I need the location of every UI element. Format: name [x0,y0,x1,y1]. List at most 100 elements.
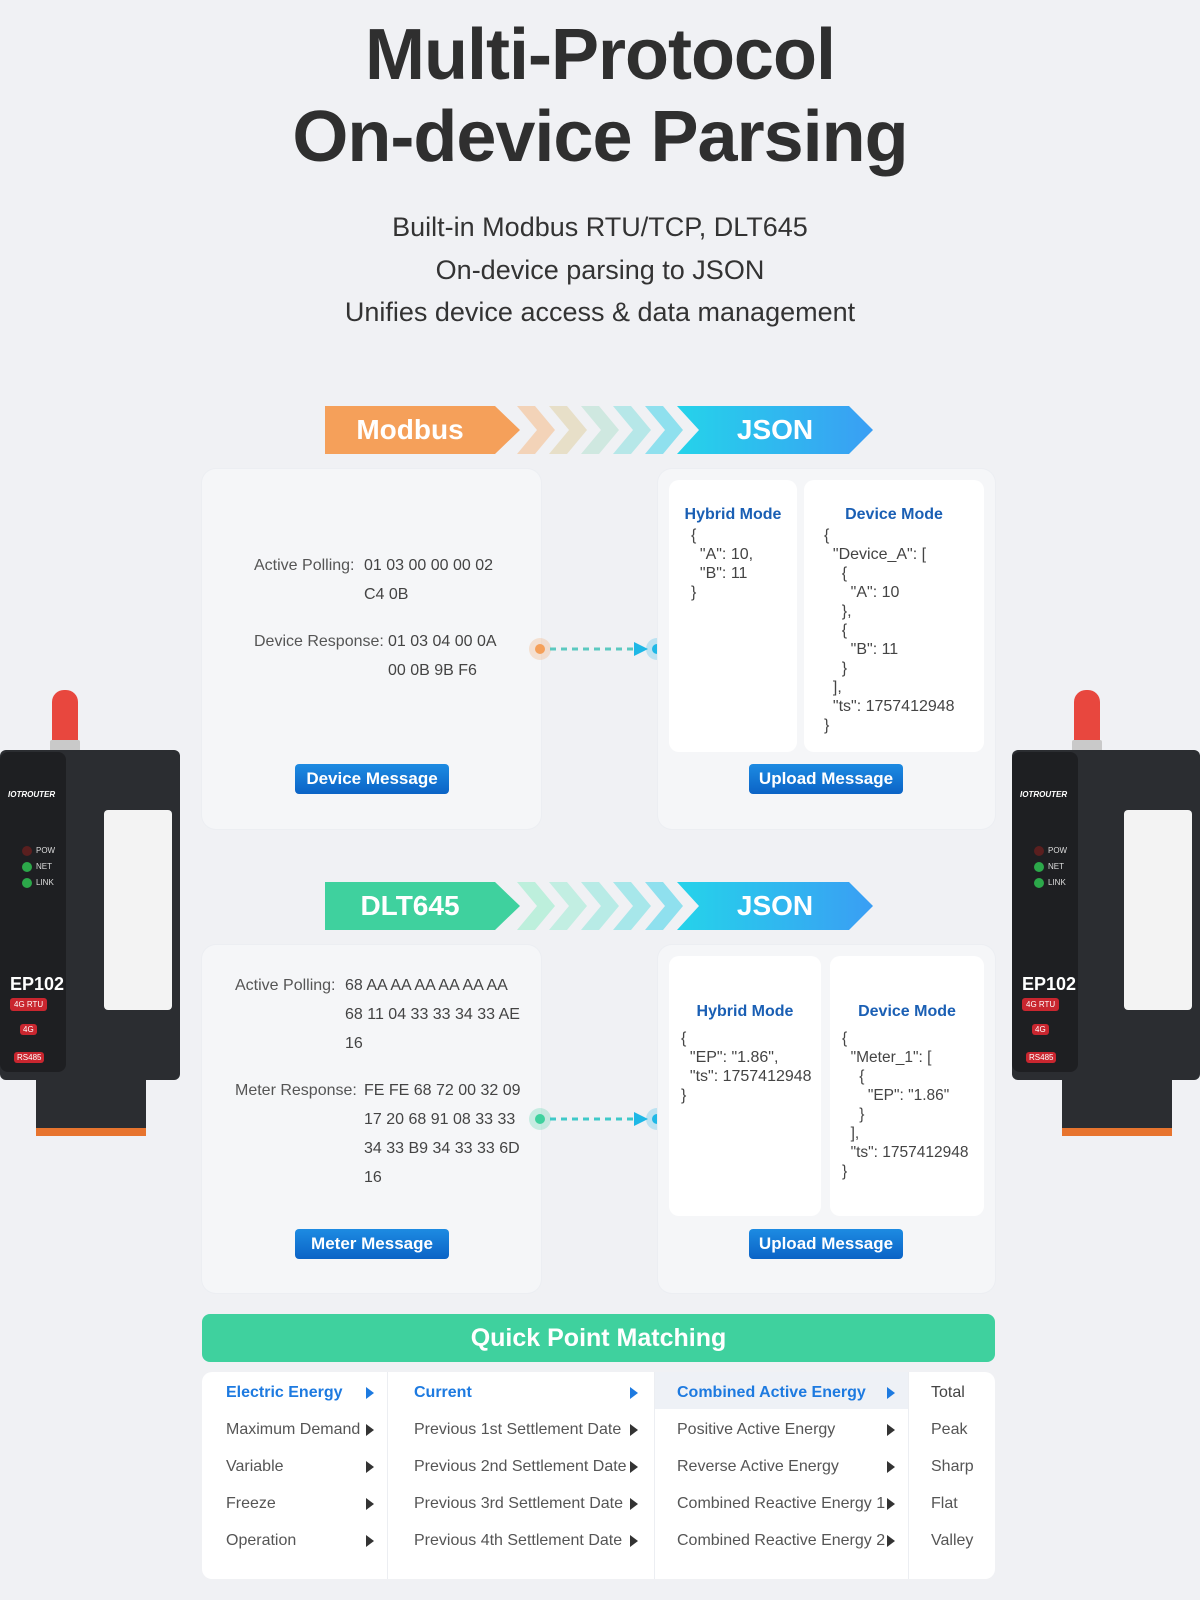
antenna-icon [52,690,78,744]
meter-response-value: 16 [364,1169,382,1186]
meter-response-label: Meter Response: [235,1082,357,1099]
port-label: RS485 [14,1052,45,1063]
device-terminal-strip [36,1128,146,1136]
flow-arrow-icon [529,1108,668,1130]
category-column: Electric Energy Maximum Demand Variable … [202,1372,388,1579]
menu-item-settlement-2[interactable]: Previous 2nd Settlement Date [414,1448,644,1485]
meter-message-panel: Active Polling: 68 AA AA AA AA AA AA 68 … [202,945,541,1293]
menu-item-peak[interactable]: Peak [931,1420,968,1438]
device-tag: 4G RTU [10,998,48,1011]
caret-right-icon [630,1534,638,1547]
hybrid-mode-card: Hybrid Mode { "EP": "1.86", "ts": 175741… [669,956,821,1216]
active-polling-value: 68 AA AA AA AA AA AA [345,977,508,994]
device-face: IOTROUTER POW NET LINK EP102 4G RTU 4G R… [1012,752,1078,1072]
menu-item-combined-reactive-energy-1[interactable]: Combined Reactive Energy 1 [677,1485,902,1522]
date-column: Current Previous 1st Settlement Date Pre… [388,1372,655,1579]
json-label: JSON [677,882,873,930]
menu-item-valley[interactable]: Valley [931,1531,974,1549]
upload-message-button[interactable]: Upload Message [749,1229,903,1259]
meter-response-value: 17 20 68 91 08 33 33 [364,1111,516,1128]
hybrid-mode-title: Hybrid Mode [684,506,782,523]
pow-led-icon [22,846,32,856]
led-label: LINK [36,878,54,887]
led-label: NET [1048,862,1064,871]
caret-right-icon [366,1534,374,1547]
menu-item-positive-active-energy[interactable]: Positive Active Energy [677,1411,902,1448]
device-sticker [1124,810,1192,1010]
point-matching-table: Electric Energy Maximum Demand Variable … [202,1372,995,1579]
upload-message-panel: Hybrid Mode { "EP": "1.86", "ts": 175741… [658,945,995,1293]
menu-item-current[interactable]: Current [414,1374,644,1411]
json-label: JSON [677,406,873,454]
menu-item-freeze[interactable]: Freeze [226,1485,376,1522]
hybrid-mode-title: Hybrid Mode [696,1003,794,1020]
meter-response-value: FE FE 68 72 00 32 09 [364,1082,521,1099]
device-face: IOTROUTER POW NET LINK EP102 4G RTU 4G R… [0,752,66,1072]
pow-led-icon [1034,846,1044,856]
antenna-icon [1074,690,1100,744]
device-message-button[interactable]: Device Message [295,764,449,794]
link-led-icon [22,878,32,888]
device-mode-card: Device Mode { "Meter_1": [ { "EP": "1.86… [830,956,984,1216]
device-mode-title: Device Mode [858,1003,956,1020]
caret-right-icon [887,1534,895,1547]
device-terminal-block [1062,1080,1172,1132]
menu-item-electric-energy[interactable]: Electric Energy [226,1374,376,1411]
menu-item-combined-active-energy[interactable]: Combined Active Energy [677,1374,902,1411]
dlt645-label: DLT645 [325,882,520,930]
caret-right-icon [366,1460,374,1473]
menu-item-total[interactable]: Total [931,1383,965,1401]
active-polling-value: 16 [345,1035,363,1052]
active-polling-value: C4 0B [364,586,409,603]
tariff-column: Total Peak Sharp Flat Valley [909,1372,995,1579]
caret-right-icon [366,1497,374,1510]
device-response: Device Response: 01 03 04 00 0A 00 0B 9B… [254,627,534,687]
menu-item-operation[interactable]: Operation [226,1522,376,1559]
device-mode-json: { "Meter_1": [ { "EP": "1.86" } ], "ts":… [842,1030,969,1180]
device-sticker [104,810,172,1010]
active-polling-label: Active Polling: [235,977,336,994]
menu-item-settlement-1[interactable]: Previous 1st Settlement Date [414,1411,644,1448]
caret-right-icon [630,1460,638,1473]
menu-item-combined-reactive-energy-2[interactable]: Combined Reactive Energy 2 [677,1522,902,1559]
caret-right-icon [887,1386,895,1399]
led-label: POW [36,846,56,855]
menu-item-flat[interactable]: Flat [931,1494,958,1512]
upload-message-button[interactable]: Upload Message [749,764,903,794]
caret-right-icon [630,1497,638,1510]
active-polling: Active Polling: 01 03 00 00 00 02 C4 0B [254,551,534,611]
subtitle-line-3: Unifies device access & data management [344,297,856,327]
device-terminal-strip [1062,1128,1172,1136]
quick-point-matching-header: Quick Point Matching [202,1314,995,1362]
menu-item-settlement-4[interactable]: Previous 4th Settlement Date [414,1522,644,1559]
led-label: NET [36,862,52,871]
caret-right-icon [887,1497,895,1510]
led-label: LINK [1048,878,1066,887]
menu-item-variable[interactable]: Variable [226,1448,376,1485]
hybrid-mode-json: { "EP": "1.86", "ts": 1757412948 } [681,1030,812,1104]
modbus-json-banner: Modbus JSON [325,406,873,454]
subtitle-line-2: On-device parsing to JSON [435,255,765,285]
flow-arrow-icon [529,638,668,660]
net-led-icon [1034,862,1044,872]
brand-logo: IOTROUTER [1020,790,1068,799]
caret-right-icon [366,1386,374,1399]
ep102-device-right: IOTROUTER POW NET LINK EP102 4G RTU 4G R… [1012,690,1200,1160]
menu-item-reverse-active-energy[interactable]: Reverse Active Energy [677,1448,902,1485]
meter-response-value: 34 33 B9 34 33 33 6D [364,1140,520,1157]
chevron-icon [517,882,555,930]
menu-item-maximum-demand[interactable]: Maximum Demand [226,1411,376,1448]
meter-message-button[interactable]: Meter Message [295,1229,449,1259]
menu-item-sharp[interactable]: Sharp [931,1457,974,1475]
dlt645-json-banner: DLT645 JSON [325,882,873,930]
led-label: POW [1048,846,1068,855]
port-label: 4G [20,1024,37,1035]
device-mode-json: { "Device_A": [ { "A": 10 }, { "B": 11 }… [824,527,955,734]
active-highlight [655,1372,909,1409]
device-model: EP102 [10,974,65,994]
menu-item-settlement-3[interactable]: Previous 3rd Settlement Date [414,1485,644,1522]
energy-type-column: Combined Active Energy Positive Active E… [655,1372,909,1579]
device-message-panel: Active Polling: 01 03 00 00 00 02 C4 0B … [202,469,541,829]
port-label: RS485 [1026,1052,1057,1063]
device-terminal-block [36,1080,146,1132]
